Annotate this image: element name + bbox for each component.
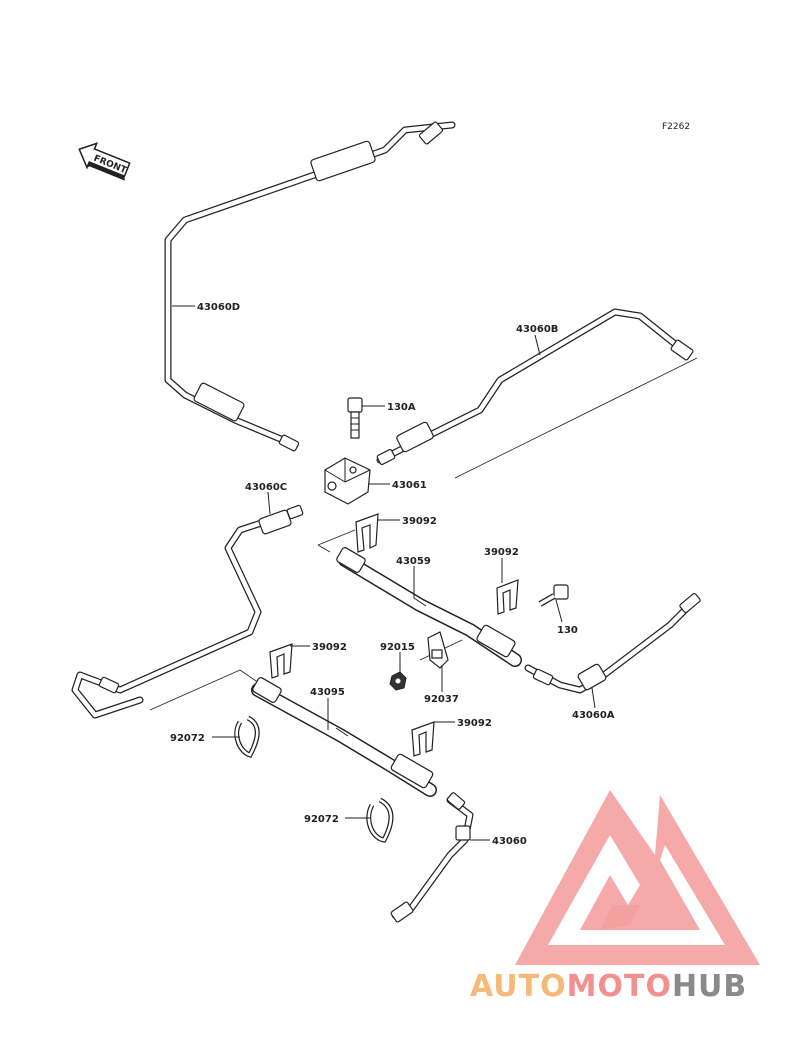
label-43060D: 43060D: [197, 302, 240, 313]
leader-lines: [172, 305, 596, 841]
watermark-auto: AUTO: [470, 969, 567, 1004]
label-39092-c: 39092: [312, 642, 347, 653]
label-92037: 92037: [424, 694, 459, 705]
label-92015: 92015: [380, 642, 415, 653]
watermark-hub: HUB: [672, 969, 747, 1004]
bolt-130: [538, 584, 569, 607]
brake-pipe-43060B: [376, 308, 694, 465]
label-130A: 130A: [387, 402, 416, 413]
label-43060A: 43060A: [572, 710, 615, 721]
label-43060C: 43060C: [245, 482, 287, 493]
figure-code: F2262: [662, 122, 690, 132]
watermark-logo: [515, 790, 760, 965]
label-43059: 43059: [396, 556, 431, 567]
clip-39092-c: [269, 643, 293, 679]
label-43060: 43060: [492, 836, 527, 847]
label-92072-a: 92072: [170, 733, 205, 744]
joint-43061: [324, 457, 371, 505]
label-43061: 43061: [392, 480, 427, 491]
clip-39092-a: [355, 513, 379, 553]
label-130: 130: [557, 625, 578, 636]
label-39092-a: 39092: [402, 516, 437, 527]
label-39092-d: 39092: [457, 718, 492, 729]
band-92072-a: [234, 715, 260, 758]
clamp-92037: [427, 631, 449, 669]
bolt-130A: [347, 397, 363, 439]
brake-pipe-43060: [390, 792, 474, 923]
brake-pipe-43060C: [71, 504, 304, 719]
brake-pipe-43060A: [524, 592, 701, 694]
label-92072-b: 92072: [304, 814, 339, 825]
brake-pipe-43060D: [164, 121, 456, 452]
nut-92015: [389, 671, 407, 691]
band-92072-b: [366, 797, 394, 843]
label-43095: 43095: [310, 687, 345, 698]
front-arrow-icon: FRONT: [78, 142, 131, 181]
brake-hose-43059: [336, 547, 522, 667]
clip-39092-d: [411, 721, 435, 757]
watermark-text: AUTOMOTOHUB: [470, 969, 747, 1004]
brake-hose-43095: [251, 677, 437, 797]
watermark-moto: MOTO: [567, 969, 672, 1004]
label-43060B: 43060B: [516, 324, 558, 335]
clip-39092-b: [496, 579, 519, 615]
label-39092-b: 39092: [484, 547, 519, 558]
